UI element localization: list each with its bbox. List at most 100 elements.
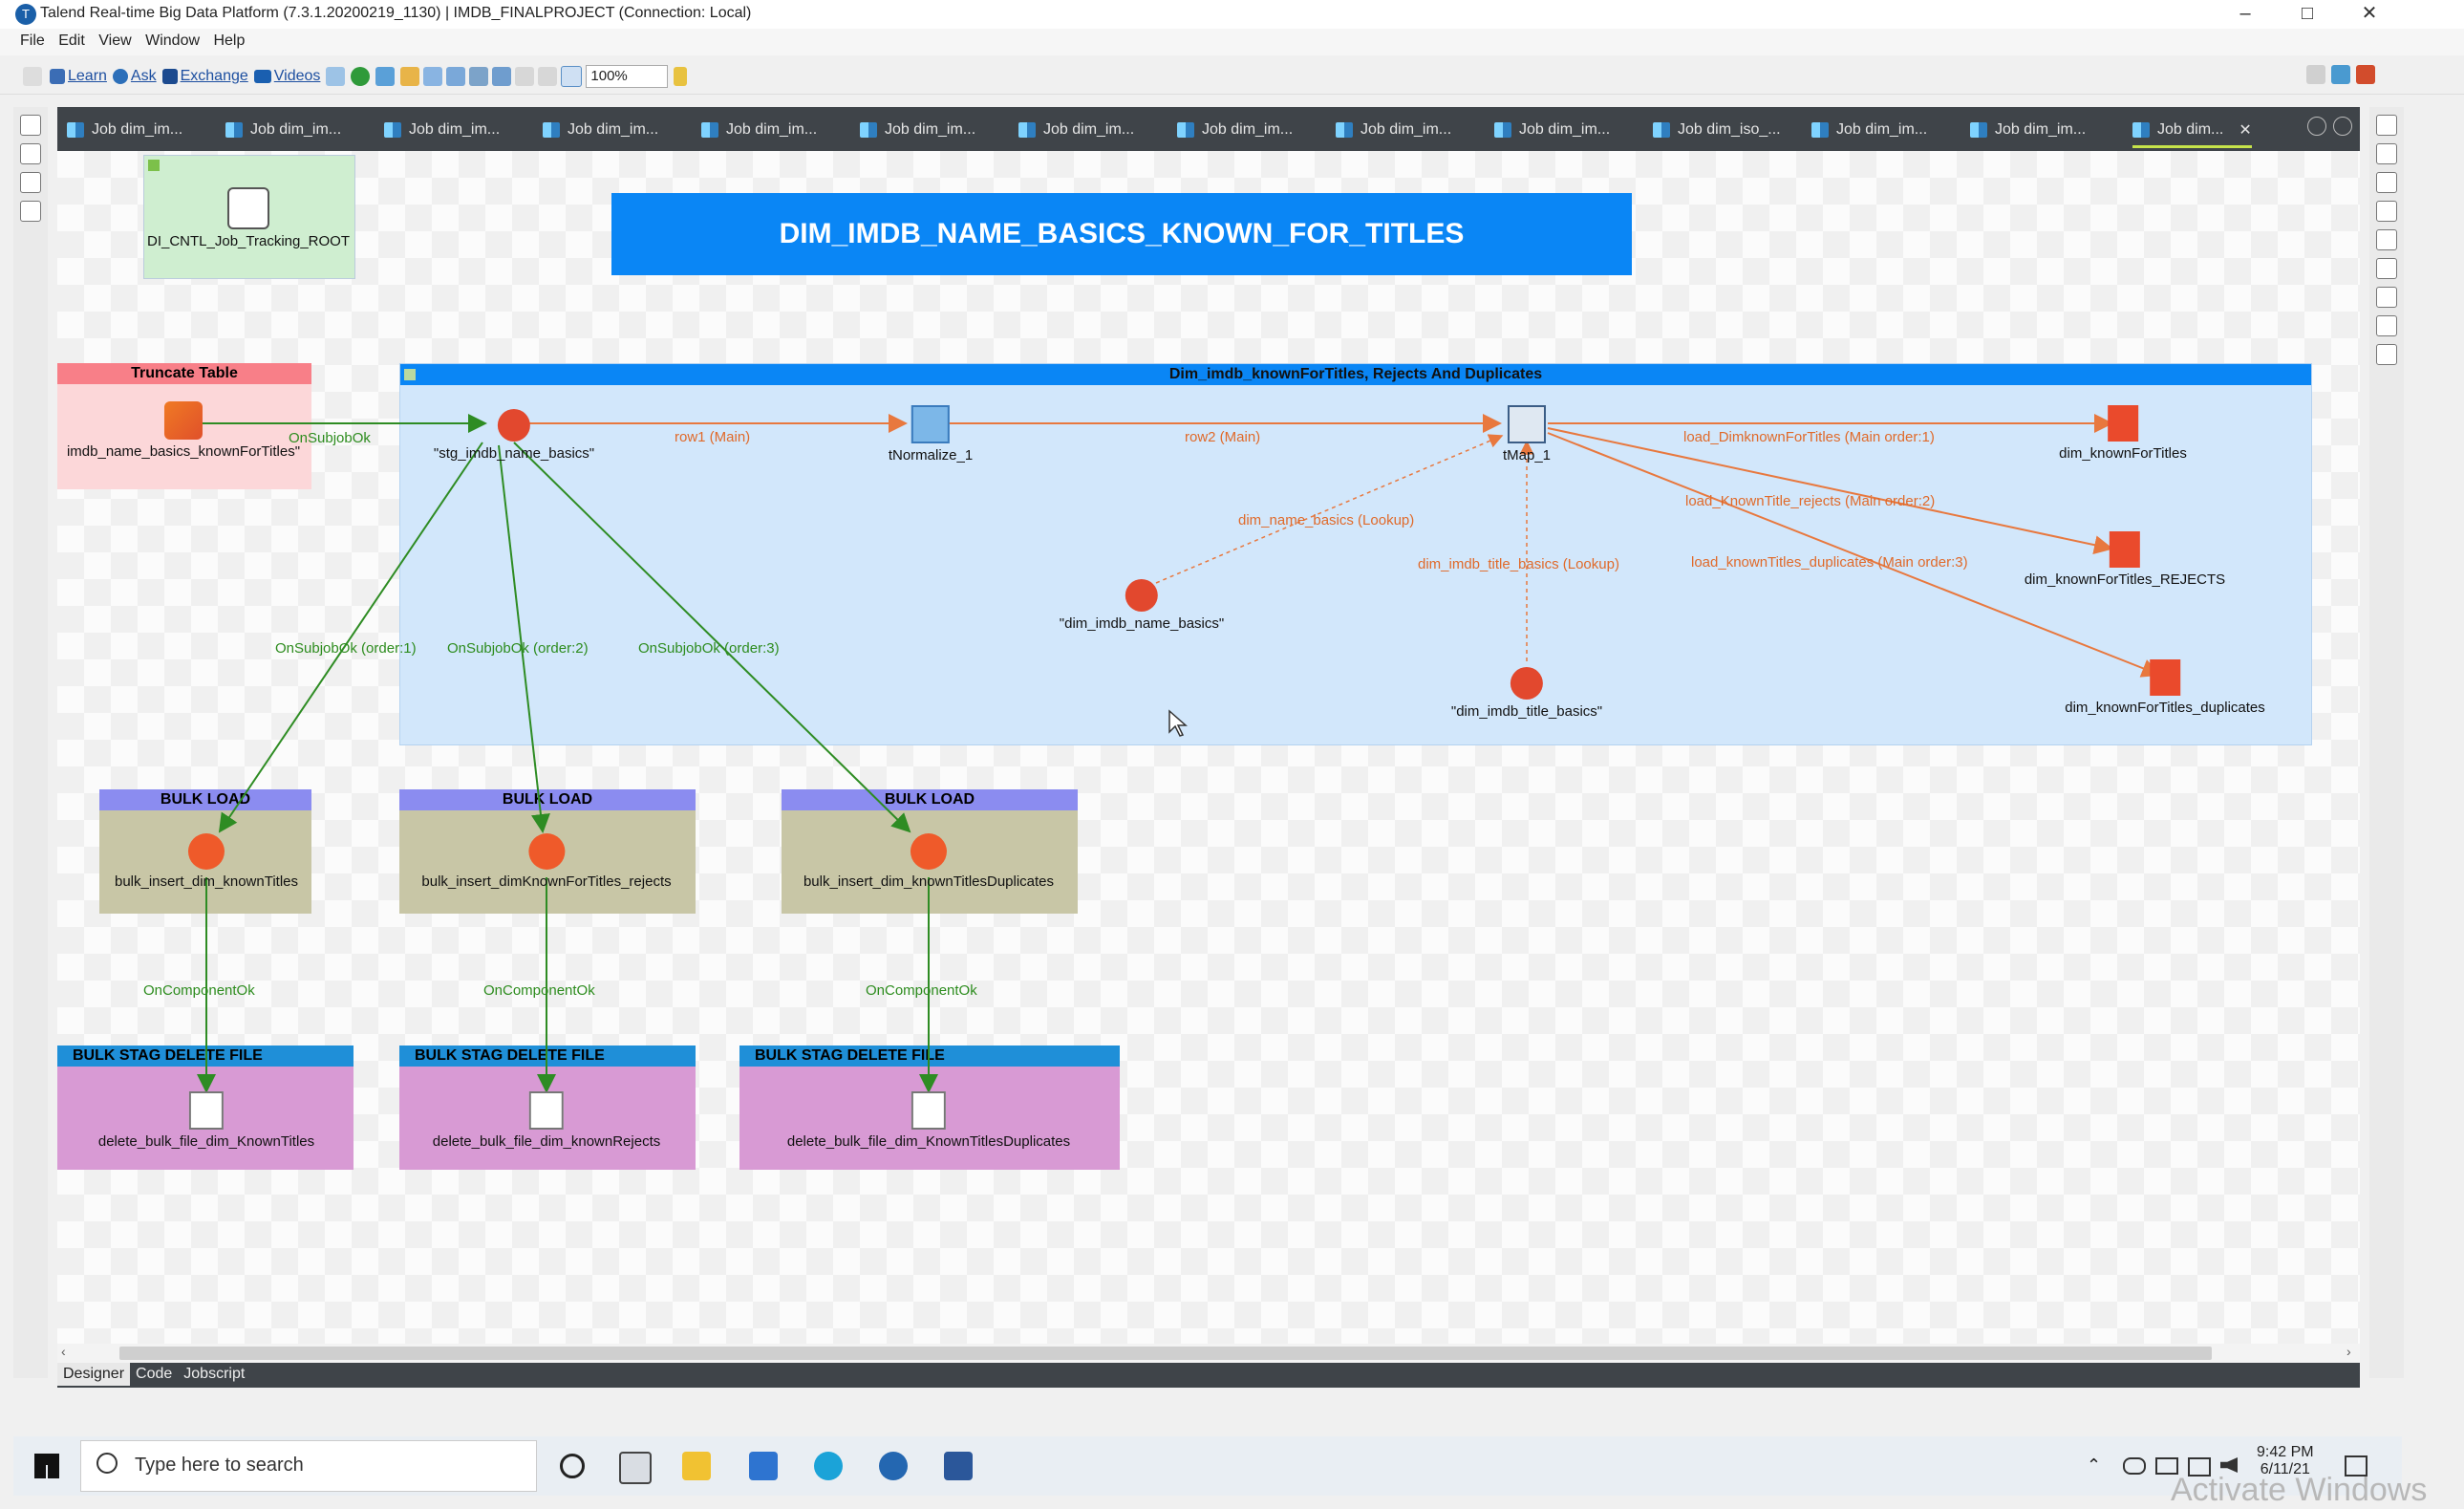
edit-icon[interactable] bbox=[400, 67, 420, 86]
menu-window[interactable]: Window bbox=[145, 32, 201, 49]
zoom-select[interactable]: 100% bbox=[586, 65, 669, 88]
tab-designer[interactable]: Designer bbox=[57, 1363, 131, 1386]
tab-job[interactable]: Job dim_im... bbox=[225, 115, 341, 145]
windows-start-icon[interactable] bbox=[34, 1454, 59, 1478]
menu-edit[interactable]: Edit bbox=[58, 32, 85, 49]
import-icon[interactable] bbox=[446, 67, 466, 86]
bulk-insert-component-3[interactable]: bulk_insert_dim_knownTitlesDuplicates bbox=[803, 833, 1054, 890]
delete-file-component-2[interactable]: delete_bulk_file_dim_knownRejects bbox=[433, 1091, 660, 1150]
lookup-name-link[interactable] bbox=[1155, 434, 1504, 584]
onsubjobok-order3-link[interactable] bbox=[513, 442, 911, 833]
save-icon[interactable] bbox=[23, 67, 42, 86]
taskbar-search-box[interactable]: Type here to search bbox=[80, 1440, 537, 1492]
learn-link[interactable]: Learn bbox=[50, 68, 107, 85]
menu-view[interactable]: View bbox=[98, 32, 132, 49]
lightning-icon[interactable] bbox=[674, 67, 688, 86]
palette-icon[interactable] bbox=[2376, 115, 2397, 136]
job-settings-icon[interactable] bbox=[2376, 258, 2397, 279]
out-main-component[interactable]: dim_knownForTitles bbox=[2059, 405, 2187, 462]
lookup-name-component[interactable]: "dim_imdb_name_basics" bbox=[1060, 579, 1224, 632]
tab-job[interactable]: Job dim_im... bbox=[1494, 115, 1610, 145]
scrollbar-thumb[interactable] bbox=[119, 1347, 2212, 1360]
notification-icon[interactable] bbox=[2345, 1455, 2368, 1477]
word-icon[interactable] bbox=[944, 1452, 973, 1480]
battery-icon[interactable] bbox=[2155, 1457, 2178, 1475]
deploy-icon[interactable] bbox=[492, 67, 512, 86]
run-job-icon[interactable] bbox=[2376, 287, 2397, 308]
tab-jobscript[interactable]: Jobscript bbox=[183, 1366, 246, 1382]
ask-link[interactable]: Ask bbox=[112, 68, 157, 85]
tab-job[interactable]: Job dim_im... bbox=[67, 115, 182, 145]
bulk-insert-component-2[interactable]: bulk_insert_dimKnownForTitles_rejects bbox=[421, 833, 672, 890]
search-icon[interactable] bbox=[326, 67, 346, 86]
onedrive-icon[interactable] bbox=[2123, 1457, 2146, 1475]
stg-input-component[interactable]: "stg_imdb_name_basics" bbox=[434, 409, 594, 462]
redo-icon[interactable] bbox=[538, 67, 558, 86]
tab-job[interactable]: Job dim_im... bbox=[1177, 115, 1293, 145]
file-explorer-icon[interactable] bbox=[682, 1452, 711, 1480]
edge-browser-icon[interactable] bbox=[814, 1452, 843, 1480]
lookup-title-component[interactable]: "dim_imdb_title_basics" bbox=[1451, 667, 1602, 720]
home-icon[interactable] bbox=[2376, 143, 2397, 164]
sticky-app-icon[interactable] bbox=[749, 1452, 778, 1480]
context-icon[interactable] bbox=[2376, 229, 2397, 250]
restore-button[interactable]: □ bbox=[2301, 3, 2314, 24]
menu-file[interactable]: File bbox=[20, 32, 45, 49]
export-icon[interactable] bbox=[423, 67, 443, 86]
truncate-component[interactable]: imdb_name_basics_knownForTitles" bbox=[67, 401, 300, 460]
exchange-link[interactable]: Exchange bbox=[161, 68, 248, 85]
minimize-editor-icon[interactable] bbox=[2307, 117, 2326, 136]
normalize-component[interactable]: tNormalize_1 bbox=[889, 405, 973, 463]
onsubjobok-order1-link[interactable] bbox=[218, 442, 483, 833]
out-dupes-component[interactable]: dim_knownForTitles_duplicates bbox=[2065, 659, 2265, 716]
clock[interactable]: 9:42 PM 6/11/21 bbox=[2257, 1444, 2314, 1478]
delete-file-component-3[interactable]: delete_bulk_file_dim_KnownTitlesDuplicat… bbox=[787, 1091, 1070, 1150]
minimize-button[interactable]: – bbox=[2239, 3, 2251, 24]
tag-icon[interactable] bbox=[2376, 172, 2397, 193]
close-button[interactable]: ✕ bbox=[2361, 3, 2378, 24]
tracking-component[interactable]: DI_CNTL_Job_Tracking_ROOT bbox=[147, 187, 350, 249]
perspective-icon[interactable] bbox=[2306, 65, 2325, 84]
home-icon[interactable] bbox=[20, 115, 41, 136]
scroll-left-icon[interactable]: ‹ bbox=[61, 1344, 66, 1359]
tab-job[interactable]: Job dim_im... bbox=[543, 115, 658, 145]
tmap-component[interactable]: tMap_1 bbox=[1503, 405, 1551, 463]
task-view-icon[interactable] bbox=[619, 1452, 652, 1484]
integration-perspective-icon[interactable] bbox=[2331, 65, 2350, 84]
repository-icon[interactable] bbox=[20, 143, 41, 164]
panel-icon[interactable] bbox=[2376, 315, 2397, 336]
job-icon[interactable] bbox=[375, 67, 396, 86]
network-icon[interactable] bbox=[2188, 1457, 2211, 1477]
onsubjobok-order2-link[interactable] bbox=[498, 444, 550, 833]
chart-icon[interactable] bbox=[469, 67, 489, 86]
tab-job[interactable]: Job dim_im... bbox=[384, 115, 500, 145]
tab-job-active[interactable]: Job dim...✕ bbox=[2132, 115, 2252, 148]
out-rejects-component[interactable]: dim_knownForTitles_REJECTS bbox=[2025, 531, 2225, 588]
fit-icon[interactable] bbox=[561, 66, 583, 87]
menu-help[interactable]: Help bbox=[213, 32, 246, 49]
canvas-horizontal-scrollbar[interactable]: ‹ › bbox=[57, 1344, 2360, 1363]
out-dupes-link[interactable] bbox=[1547, 432, 2161, 678]
collapse-icon[interactable] bbox=[404, 369, 416, 380]
undo-icon[interactable] bbox=[515, 67, 535, 86]
tab-job[interactable]: Job dim_im... bbox=[1018, 115, 1134, 145]
run-icon[interactable] bbox=[351, 67, 371, 86]
collapse-icon[interactable] bbox=[148, 160, 160, 171]
delete-file-component-1[interactable]: delete_bulk_file_dim_KnownTitles bbox=[98, 1091, 314, 1150]
cortana-icon[interactable] bbox=[560, 1454, 585, 1478]
scroll-right-icon[interactable]: › bbox=[2346, 1344, 2351, 1359]
volume-icon[interactable] bbox=[2220, 1457, 2238, 1473]
bulk-insert-component-1[interactable]: bulk_insert_dim_knownTitles bbox=[115, 833, 298, 890]
tray-chevron-icon[interactable]: ⌃ bbox=[2087, 1455, 2102, 1475]
tab-job[interactable]: Job dim_im... bbox=[1970, 115, 2086, 145]
tab-job[interactable]: Job dim_im... bbox=[860, 115, 975, 145]
tab-job[interactable]: Job dim_im... bbox=[1811, 115, 1927, 145]
out-rejects-link[interactable] bbox=[1547, 427, 2113, 555]
tab-job[interactable]: Job dim_im... bbox=[1336, 115, 1451, 145]
tab-code[interactable]: Code bbox=[136, 1366, 173, 1382]
console-icon[interactable] bbox=[2376, 344, 2397, 365]
job-design-canvas[interactable]: DI_CNTL_Job_Tracking_ROOT DIM_IMDB_NAME_… bbox=[57, 151, 2360, 1344]
component-icon[interactable] bbox=[2376, 201, 2397, 222]
outline-icon[interactable] bbox=[20, 172, 41, 193]
maximize-editor-icon[interactable] bbox=[2333, 117, 2352, 136]
